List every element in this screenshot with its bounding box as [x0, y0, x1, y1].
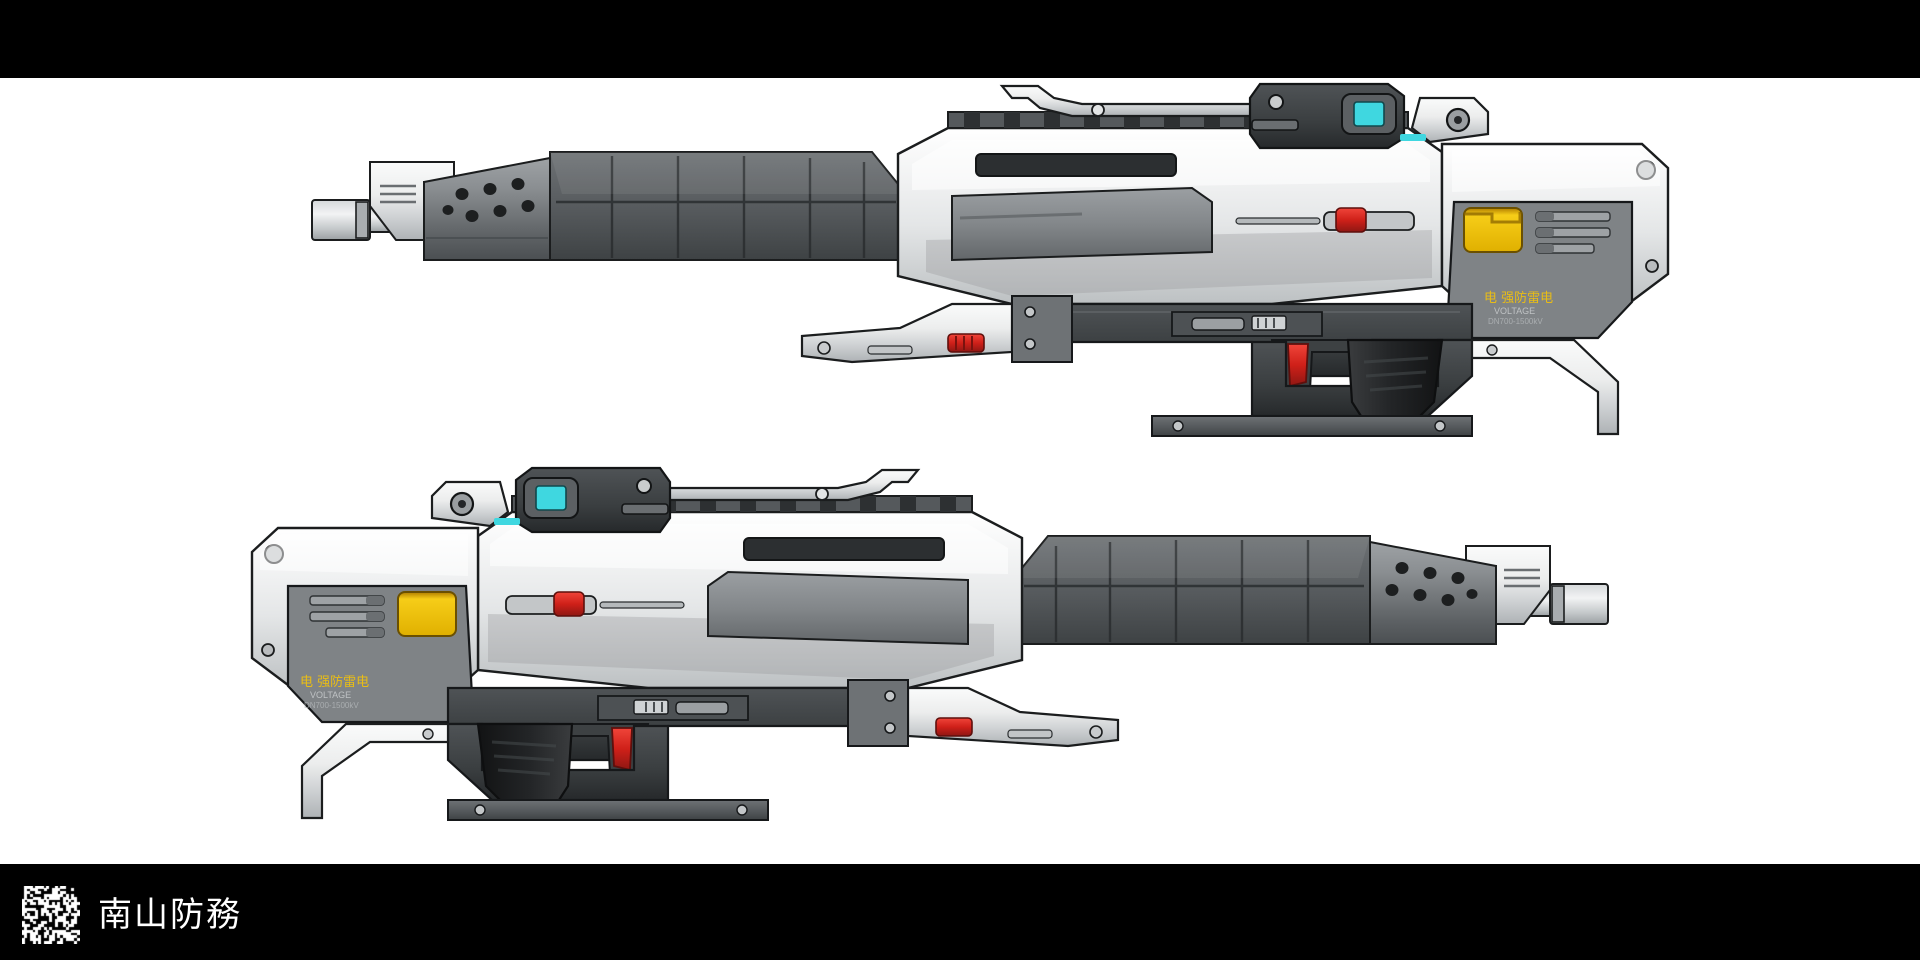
warning-line-1: 电 强防雷电 — [300, 674, 369, 690]
skeleton-stock-frame — [1470, 338, 1620, 436]
coil-block — [597, 695, 749, 721]
charge-slider[interactable] — [1335, 207, 1367, 233]
warning-line-2: VOLTAGE — [310, 690, 351, 700]
warning-line-1: 电 强防雷电 — [1484, 290, 1553, 306]
optic-sensor-block[interactable] — [514, 466, 672, 534]
battery-data-plate: 电 强防雷电 VOLTAGE DN700-1500kV — [286, 584, 474, 724]
railgun-side-view-right: 电 强防雷电 VOLTAGE DN700-1500kV — [311, 82, 1712, 437]
hinge-indicator — [1400, 134, 1426, 141]
skeleton-stock-frame — [300, 722, 450, 820]
trigger[interactable] — [611, 727, 633, 772]
artwork-canvas: 电 强防雷电 VOLTAGE DN700-1500kV — [0, 78, 1920, 864]
optic-lens — [535, 485, 567, 511]
charge-slider-assembly[interactable] — [1235, 207, 1415, 233]
battery-cell-indicator — [397, 591, 457, 637]
fire-selector-switch[interactable] — [935, 717, 973, 737]
charge-slider[interactable] — [553, 591, 585, 617]
data-plate-vents — [1535, 211, 1611, 254]
warning-line-2: VOLTAGE — [1494, 306, 1535, 316]
cooling-vent-holes — [1385, 562, 1478, 606]
fire-selector-switch[interactable] — [947, 333, 985, 353]
warning-line-3: DN700-1500kV — [304, 701, 359, 710]
battery-cell-indicator — [1463, 207, 1523, 253]
stock-lower-rail — [447, 799, 769, 821]
handguard-panel-seams — [556, 156, 896, 258]
housing-screw-bottom — [261, 643, 275, 657]
letterbox-top — [0, 0, 1920, 78]
cooling-vent-holes — [442, 178, 535, 222]
optic-adjust-screw[interactable] — [636, 478, 652, 494]
trigger[interactable] — [1287, 343, 1309, 388]
handguard-panel-seams — [1024, 540, 1364, 642]
housing-screw-bottom — [1645, 259, 1659, 273]
muzzle-collar — [355, 201, 369, 239]
optic-adjust-screw[interactable] — [1268, 94, 1284, 110]
mid-receiver-block — [707, 570, 969, 646]
coil-readout — [633, 699, 669, 715]
mid-receiver-block — [951, 153, 1213, 262]
stock-lower-rail — [1151, 415, 1473, 437]
barrel-shroud — [423, 156, 551, 261]
data-plate-vents — [309, 595, 385, 638]
handguard-panel — [549, 151, 899, 261]
ejection-port — [743, 537, 945, 561]
charge-slider-assembly[interactable] — [505, 591, 685, 617]
front-mount-bracket — [1011, 295, 1073, 363]
coil-block — [1171, 311, 1323, 337]
optic-sensor-block[interactable] — [1248, 82, 1406, 150]
battery-data-plate: 电 强防雷电 VOLTAGE DN700-1500kV — [1446, 200, 1634, 340]
qr-code — [22, 886, 80, 944]
optic-lens — [1353, 101, 1385, 127]
muzzle-collar — [1551, 585, 1565, 623]
high-voltage-warning-decal: 电 强防雷电 VOLTAGE DN700-1500kV — [300, 674, 369, 710]
railgun-side-view-left: 电 强防雷电 VOLTAGE DN700-1500kV — [208, 466, 1609, 821]
hinge-indicator — [494, 518, 520, 525]
footer-brand-bar: 南山防務 — [22, 886, 242, 944]
forward-grip-shelf[interactable] — [906, 686, 1120, 748]
warning-line-3: DN700-1500kV — [1488, 317, 1543, 326]
forward-grip-shelf[interactable] — [800, 302, 1014, 364]
brand-name: 南山防務 — [98, 895, 242, 935]
coil-readout — [1251, 315, 1287, 331]
high-voltage-warning-decal: 电 强防雷电 VOLTAGE DN700-1500kV — [1484, 290, 1553, 326]
charging-handle-pivot — [815, 487, 829, 501]
ejection-port — [975, 153, 1177, 177]
rear-hinge-pivot[interactable] — [430, 480, 520, 528]
rear-hinge-pivot[interactable] — [1400, 96, 1490, 144]
letterbox-bottom — [0, 864, 1920, 960]
front-mount-bracket — [847, 679, 909, 747]
charging-handle-pivot — [1091, 103, 1105, 117]
